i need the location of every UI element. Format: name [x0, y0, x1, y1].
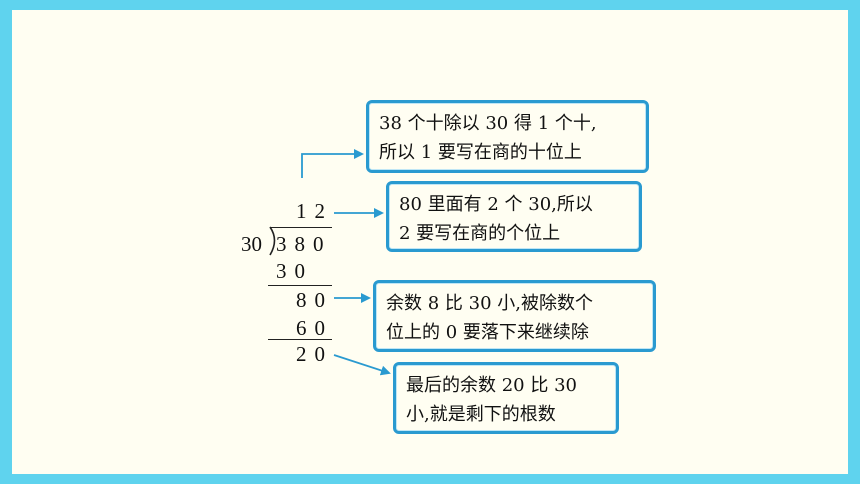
callout-ones-place: 80 里面有 2 个 30,所以 2 要写在商的个位上: [386, 181, 642, 252]
final-remainder: 20: [296, 342, 333, 366]
arrow-remainder: [333, 354, 391, 376]
callout-ones-line2: 2 要写在商的个位上: [399, 223, 561, 244]
quotient: 12: [296, 199, 333, 223]
callout-bring-down: 余数 8 比 30 小,被除数个 位上的 0 要落下来继续除: [373, 280, 656, 352]
subtraction-line-1: [268, 285, 332, 286]
callout-remainder-line2: 小,就是剩下的根数: [406, 404, 556, 425]
division-bar: [270, 227, 332, 228]
callout-bring-down-line2: 位上的 0 要落下来继续除: [386, 322, 589, 343]
arrow-tens: [301, 149, 364, 178]
callout-remainder: 最后的余数 20 比 30 小,就是剩下的根数: [393, 362, 619, 434]
divisor: 30: [241, 232, 262, 256]
callout-tens-place: 38 个十除以 30 得 1 个十, 所以 1 要写在商的十位上: [366, 100, 649, 173]
step2-product: 60: [296, 316, 333, 340]
callout-ones-line1: 80 里面有 2 个 30,所以: [399, 194, 593, 215]
step1-remainder: 80: [296, 288, 333, 312]
callout-tens-line1: 38 个十除以 30 得 1 个十,: [379, 113, 597, 134]
callout-remainder-line1: 最后的余数 20 比 30: [406, 375, 577, 396]
division-bracket: [269, 226, 276, 256]
subtraction-line-2: [268, 339, 332, 340]
step1-product: 30: [276, 259, 313, 283]
callout-tens-line2: 所以 1 要写在商的十位上: [379, 142, 582, 163]
callout-bring-down-line1: 余数 8 比 30 小,被除数个: [386, 293, 593, 314]
dividend: 380: [276, 232, 332, 256]
